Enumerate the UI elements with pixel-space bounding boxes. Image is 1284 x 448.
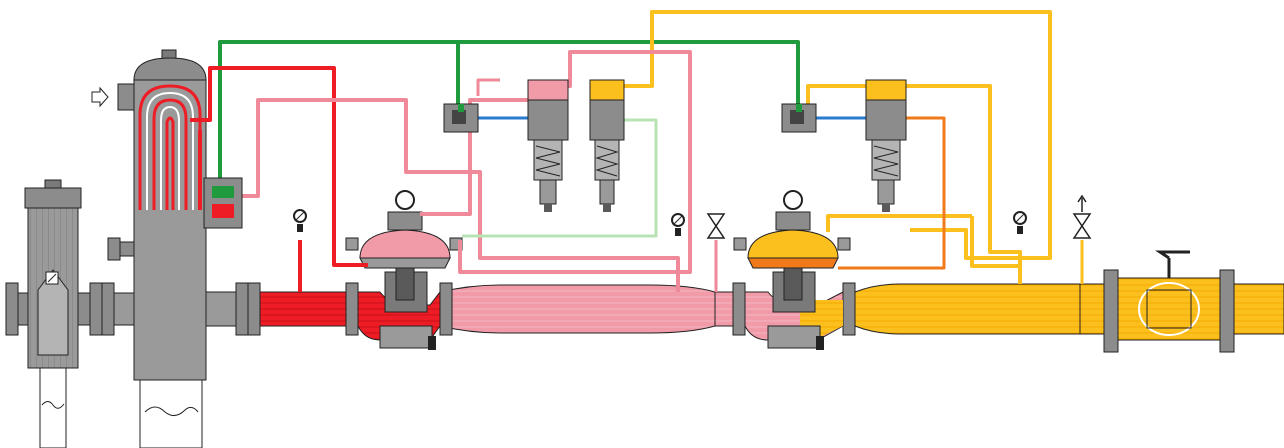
inlet-arrow-icon xyxy=(91,86,109,108)
vent-valve-icon xyxy=(1072,194,1092,284)
gas-filter xyxy=(5,179,103,448)
pilot-valve-icon xyxy=(443,103,479,133)
gas-heater xyxy=(91,49,207,448)
pilot-group-1 xyxy=(443,79,625,212)
pilot-valve-icon xyxy=(589,79,625,212)
ball-valve-body xyxy=(1117,277,1221,341)
heater-coil xyxy=(138,84,202,210)
pilot-valve-icon xyxy=(781,103,817,133)
pilot-valve-icon xyxy=(865,79,907,212)
pressure-gauge-icon xyxy=(671,213,685,236)
high-pressure-pipe xyxy=(259,291,347,327)
control-lines xyxy=(190,10,1052,292)
mid-pressure-pipe xyxy=(439,284,716,334)
red-signal-line xyxy=(190,66,368,267)
regulator-1 xyxy=(345,190,463,350)
pressure-gauge-icon xyxy=(293,209,307,232)
safety-valve-icon xyxy=(203,177,243,229)
regulator-2 xyxy=(733,190,851,350)
vent-valves xyxy=(706,194,1092,284)
pilot-group-2 xyxy=(781,79,907,212)
pink-signal-line xyxy=(240,98,680,292)
green-signal-line xyxy=(218,40,800,185)
pressure-gauge-icon xyxy=(1013,211,1027,234)
main-pipeline xyxy=(205,250,1284,353)
ball-valve-icon xyxy=(1155,250,1190,260)
orange-signal-line xyxy=(838,116,946,270)
pressure-gauges xyxy=(293,209,1027,236)
vent-valve-icon xyxy=(706,213,726,239)
pilot-valve-icon xyxy=(527,79,569,212)
low-pressure-pipe xyxy=(854,283,1081,335)
yellow-signal-line xyxy=(622,10,1052,260)
